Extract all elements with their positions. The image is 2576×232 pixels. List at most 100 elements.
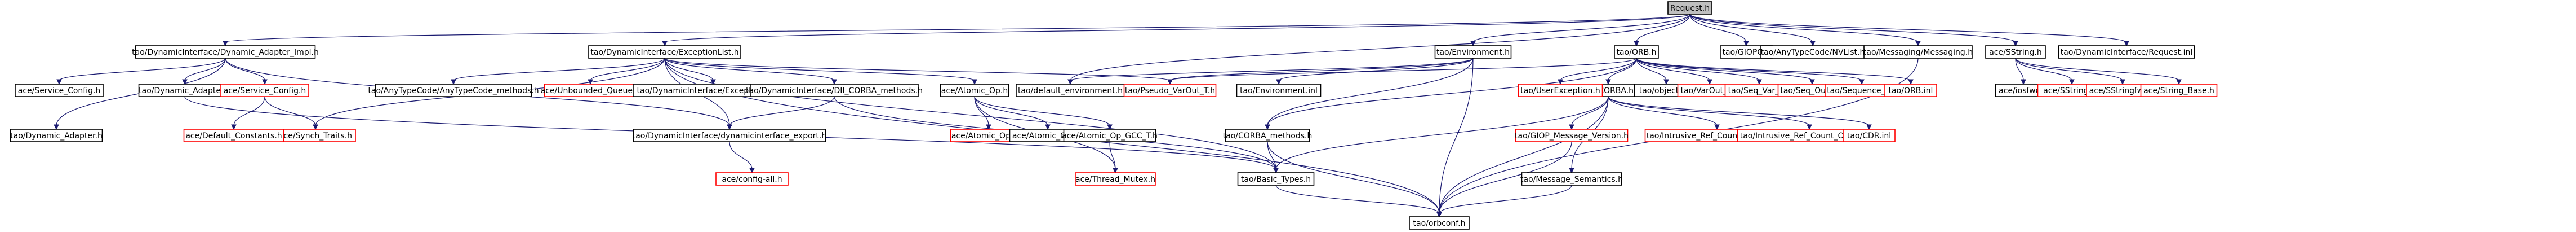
graph-node-orbconf[interactable]: tao/orbconf.h [1409,216,1470,230]
graph-node-seqvar[interactable]: tao/Seq_Var_T.h [1724,84,1794,97]
graph-node-atomict[interactable]: ace/Atomic_Op_T.h [950,129,1027,142]
graph-node-strbase[interactable]: ace/String_Base.h [2140,84,2218,97]
node-box [633,129,826,142]
graph-node-msg[interactable]: tao/Messaging/Messaging.h [1863,45,1973,59]
edge-dai-to-dynad [182,58,226,85]
graph-node-envinl[interactable]: tao/Environment.inl [1236,84,1322,97]
edge-orbh-to-corbah [1605,58,1637,85]
graph-node-atomic[interactable]: ace/Atomic_Op.h [940,84,1009,97]
edge-arrowhead [1107,124,1113,130]
edge-exl-to-unbq [588,58,665,85]
edge-corbah-to-basic [1273,96,1609,174]
node-label: tao/Messaging/Messaging.h [1863,48,1973,57]
graph-node-defenv[interactable]: tao/default_environment.h [1016,84,1125,97]
node-label: ace/Unbounded_Queue.h [541,86,640,95]
graph-node-sstr[interactable]: ace/SString.h [1985,45,2046,59]
edge-env-to-envinl [1276,58,1474,85]
edge-line [1608,96,1870,126]
node-box [1409,216,1470,230]
edge-line [1439,185,1572,214]
graph-node-orbinl[interactable]: tao/ORB.inl [1884,84,1937,97]
edge-line [264,96,316,126]
node-label: ace/Atomic_Op.h [941,86,1008,95]
edge-line [1608,96,1718,126]
node-label: tao/Message_Semantics.h [1520,175,1623,184]
graph-node-msem[interactable]: tao/Message_Semantics.h [1520,172,1623,186]
node-box [1884,84,1937,97]
node-box [1614,45,1659,59]
node-label: ace/SString.h [1989,48,2042,57]
edge-line [1267,58,1474,126]
node-box [2140,84,2218,97]
node-label: tao/Environment.inl [1240,86,1318,95]
node-box [135,45,316,59]
node-label: tao/Seq_Var_T.h [1728,86,1791,95]
edge-line [1689,14,2127,43]
graph-node-exl[interactable]: tao/DynamicInterface/ExceptionList.h [588,45,741,59]
edge-line [1278,58,1474,81]
graph-node-reqinl[interactable]: tao/DynamicInterface/Request.inl [2058,45,2195,59]
graph-node-giop[interactable]: tao/GIOPC.h [1720,45,1773,59]
node-box [1667,1,1712,15]
edge-line [729,96,835,126]
graph-node-seqt[interactable]: tao/Sequence_T.h [1825,84,1898,97]
graph-node-thrmutex[interactable]: ace/Thread_Mutex.h [1075,172,1156,186]
edge-root-to-nvlist [1689,14,1816,47]
graph-node-cdrinl[interactable]: tao/CDR.inl [1843,129,1896,142]
graph-node-giopmv[interactable]: tao/GIOP_Message_Version.h [1515,129,1629,142]
edge-line [1636,58,1862,81]
edge-diicorba-to-dynexp [727,96,835,130]
graph-node-atomicgcc[interactable]: ace/Atomic_Op_GCC_T.h [1062,129,1158,142]
node-label: ace/Thread_Mutex.h [1075,175,1155,184]
graph-node-dai[interactable]: tao/DynamicInterface/Dynamic_Adapter_Imp… [132,45,319,59]
graph-node-env[interactable]: tao/Environment.h [1434,45,1512,59]
edge-line [59,58,226,81]
graph-node-dynexp[interactable]: tao/DynamicInterface/dynamicinterface_ex… [633,129,826,142]
edge-arrowhead [182,79,188,85]
node-box [10,129,103,142]
node-label: tao/Environment.h [1436,48,1510,57]
graph-node-synch[interactable]: ace/Synch_Traits.h [275,129,356,142]
edge-line [1689,14,1747,43]
graph-node-orbh[interactable]: tao/ORB.h [1614,45,1659,59]
node-label: tao/DynamicInterface/dynamicinterface_ex… [633,132,826,141]
node-label: tao/AnyTypeCode/AnyTypeCode_methods.h [368,86,539,95]
node-label: tao/DynamicInterface/DII_CORBA_methods.h [746,86,923,95]
graph-node-unbq[interactable]: ace/Unbounded_Queue.h [541,84,640,97]
node-box [1063,129,1156,142]
edge-arrowhead [831,79,837,85]
graph-node-atcm[interactable]: tao/AnyTypeCode/AnyTypeCode_methods.h [368,84,539,97]
edge-corbah-to-giopmv [1569,96,1609,130]
graph-node-aceconfig[interactable]: ace/config-all.h [715,172,789,186]
edge-exl-to-atcm [451,58,665,85]
edge-arrowhead [1113,168,1118,174]
edge-line [2015,58,2024,81]
node-label: ace/Atomic_Op_T.h [951,132,1026,141]
graph-node-dynad2[interactable]: tao/Dynamic_Adapter.h [10,129,103,142]
edge-line [1275,96,1609,170]
graph-node-defconst[interactable]: ace/Default_Constants.h [183,129,284,142]
edge-line [184,58,226,81]
edge-line [1109,141,1116,170]
graph-node-userex[interactable]: tao/UserException.h [1518,84,1603,97]
graph-node-pvo[interactable]: tao/Pseudo_VarOut_T.h [1123,84,1217,97]
edge-atomicgcc-to-thrmutex [1109,141,1118,174]
edge-arrowhead [588,79,593,85]
node-label: tao/DynamicInterface/Dynamic_Adapter_Imp… [132,48,319,57]
edge-exl-to-basic [664,58,1279,174]
node-box [715,172,789,186]
graph-node-corbam[interactable]: tao/CORBA_methods.h [1223,129,1313,142]
edge-dynexp-to-aceconfig [729,141,755,174]
graph-node-svccfg2[interactable]: ace/Service_Config.h [220,84,309,97]
edge-arrowhead [1605,79,1611,85]
graph-node-dynad[interactable]: tao/Dynamic_Adapter.h [138,84,232,97]
edge-line [1267,141,1440,214]
graph-node-nvlist[interactable]: tao/AnyTypeCode/NVList.h [1760,45,1865,59]
graph-node-svccfg1[interactable]: ace/Service_Config.h [15,84,104,97]
edge-line [1636,58,1911,81]
edge-arrowhead [313,124,318,130]
node-label: Request.h [1670,4,1710,13]
edge-sstr-to-sstrfwd [2015,58,2125,85]
graph-node-basic[interactable]: tao/Basic_Types.h [1237,172,1315,186]
graph-node-diicorba[interactable]: tao/DynamicInterface/DII_CORBA_methods.h [746,84,923,97]
